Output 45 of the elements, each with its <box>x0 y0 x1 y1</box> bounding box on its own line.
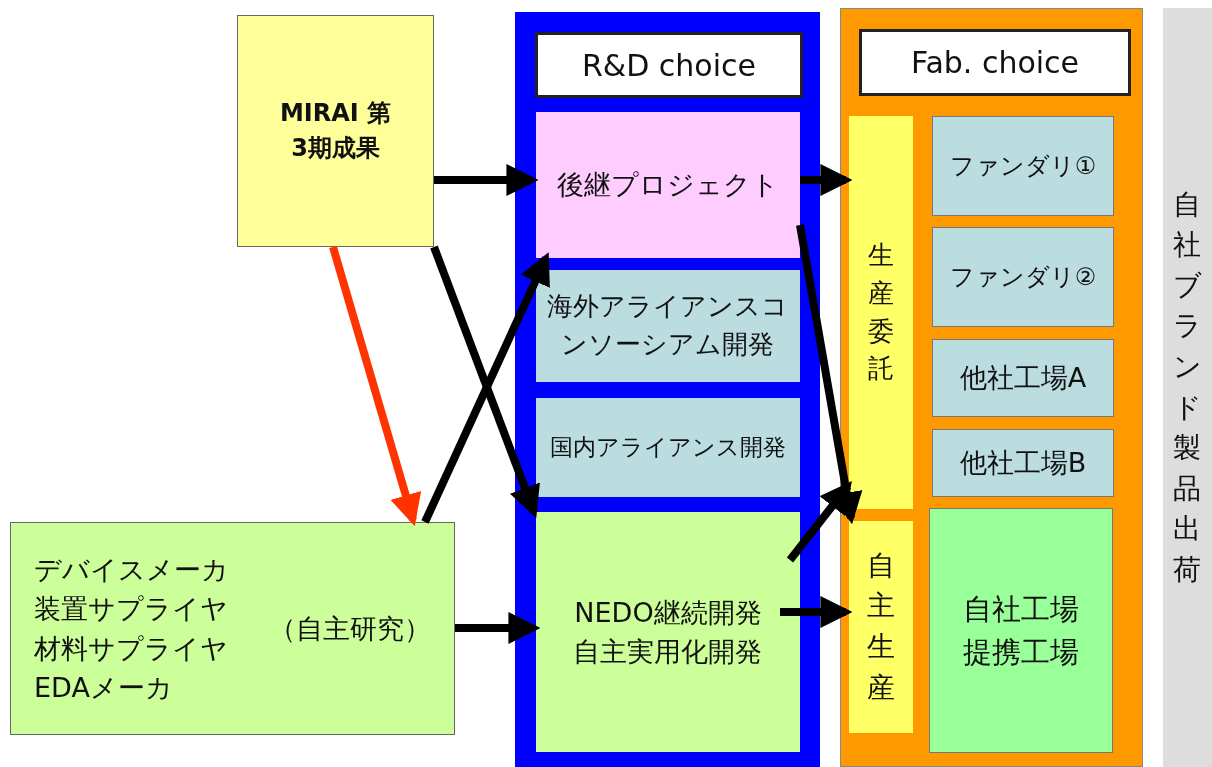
node-label: デバイスメーカ <box>34 553 229 588</box>
arrow <box>796 224 863 525</box>
node-label: 材料サプライヤ <box>34 631 228 666</box>
node-label: 他社工場A <box>959 361 1087 396</box>
company-box <box>10 522 455 735</box>
group-panel <box>515 12 820 767</box>
arrow <box>430 245 540 518</box>
arrow <box>434 164 539 196</box>
node-label: NEDO継続開発自主実用化開発 <box>572 595 764 669</box>
category-bar <box>849 521 913 733</box>
node-label: 後継プロジェクト <box>557 168 779 203</box>
process-box <box>536 270 800 382</box>
process-box <box>932 339 1114 417</box>
arrow <box>455 612 541 644</box>
category-bar <box>849 116 913 509</box>
vertical-label: 生産委託 <box>867 239 895 386</box>
project-box <box>237 15 434 247</box>
node-label: ファンダリ② <box>949 261 1097 293</box>
group-title: Fab. choice <box>859 29 1131 96</box>
node-label: 自社工場提携工場 <box>962 591 1080 671</box>
vertical-label: 自主生産 <box>866 547 896 706</box>
process-box <box>929 508 1113 753</box>
node-label: EDAメーカ <box>34 670 173 705</box>
arrow <box>800 164 853 196</box>
arrow <box>329 245 422 527</box>
process-box <box>932 227 1114 327</box>
node-label: （自主研究） <box>269 611 431 646</box>
process-box <box>536 112 800 258</box>
process-box <box>932 429 1114 497</box>
arrow <box>780 596 853 628</box>
process-box <box>536 398 800 497</box>
process-box <box>932 116 1114 216</box>
process-box <box>536 512 800 752</box>
group-title: R&D choice <box>535 32 803 98</box>
node-label: MIRAI 第3期成果 <box>278 98 393 164</box>
arrow <box>786 480 852 563</box>
arrow <box>421 252 550 524</box>
node-label: 海外アライアンスコンソーシアム開発 <box>547 290 789 361</box>
node-label: 装置サプライヤ <box>34 592 228 627</box>
node-label: 国内アライアンス開発 <box>550 432 786 462</box>
side-band <box>1163 8 1212 767</box>
node-label: ファンダリ① <box>949 150 1097 182</box>
node-label: 他社工場B <box>959 446 1087 481</box>
group-panel <box>840 8 1143 767</box>
vertical-label: 自社ブランド製品出荷 <box>1172 186 1203 588</box>
